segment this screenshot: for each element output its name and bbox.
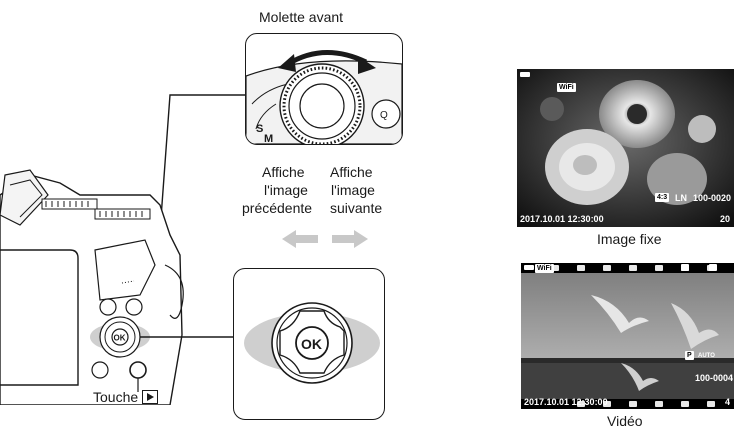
- button-leader-line: [137, 378, 139, 392]
- frame-number: 20: [720, 214, 731, 224]
- mode-badge: P: [685, 351, 694, 360]
- file-number: 100-0020: [693, 193, 732, 203]
- white-balance: AUTO: [698, 353, 715, 359]
- pad-leader-line: [140, 336, 235, 338]
- music-note-icon: [709, 264, 717, 271]
- svg-text:S: S: [256, 123, 263, 135]
- camera-back-illustration: OK: [0, 169, 184, 405]
- dial-title: Molette avant: [259, 9, 344, 25]
- aspect-badge: 4:3: [655, 193, 670, 202]
- svg-text:M: M: [264, 133, 273, 144]
- film-perforation-bottom: [521, 399, 734, 409]
- svg-text:OK: OK: [114, 334, 126, 343]
- prev-label-line2: l'image: [264, 182, 308, 198]
- front-dial-illustration: S M Q: [246, 50, 402, 144]
- datetime: 2017.10.01 12:30:00: [520, 214, 604, 224]
- frame-number: 4: [725, 397, 731, 407]
- still-caption: Image fixe: [597, 231, 662, 247]
- battery-icon: [524, 265, 534, 270]
- video-screen: WiFi P AUTO 100-0004 2017.10.01 12:30:00…: [521, 263, 734, 409]
- wifi-badge: WiFi: [535, 264, 554, 273]
- flower-photo: [517, 69, 734, 227]
- still-image-screen: WiFi 4:3 LN 100-0020 2017.10.01 12:30:00…: [517, 69, 734, 227]
- front-dial-inset: S M Q: [245, 33, 403, 145]
- datetime: 2017.10.01 12:30:00: [524, 397, 608, 407]
- video-caption: Vidéo: [607, 413, 643, 429]
- prev-arrow-icon: [282, 230, 318, 248]
- arrow-pad-inset: OK: [233, 268, 385, 420]
- svg-text:OK: OK: [301, 336, 322, 352]
- seagull-video-frame: [521, 263, 734, 409]
- movie-icon: [681, 264, 689, 271]
- next-label-line2: l'image: [331, 182, 375, 198]
- wifi-badge: WiFi: [557, 83, 576, 92]
- file-number: 100-0004: [695, 373, 734, 383]
- prev-label-line1: Affiche: [262, 164, 305, 180]
- svg-text:Q: Q: [380, 110, 388, 121]
- playback-icon: [142, 390, 159, 404]
- playback-button-label: Touche: [93, 389, 139, 405]
- prev-label-line3: précédente: [242, 200, 313, 216]
- next-arrow-icon: [332, 230, 368, 248]
- next-label-line3: suivante: [330, 200, 383, 216]
- playback-button-caption: Touche: [93, 389, 159, 406]
- next-label-line1: Affiche: [330, 164, 373, 180]
- arrow-pad-detail: OK: [244, 302, 380, 384]
- quality-indicator: LN: [675, 193, 687, 203]
- battery-icon: [520, 72, 530, 77]
